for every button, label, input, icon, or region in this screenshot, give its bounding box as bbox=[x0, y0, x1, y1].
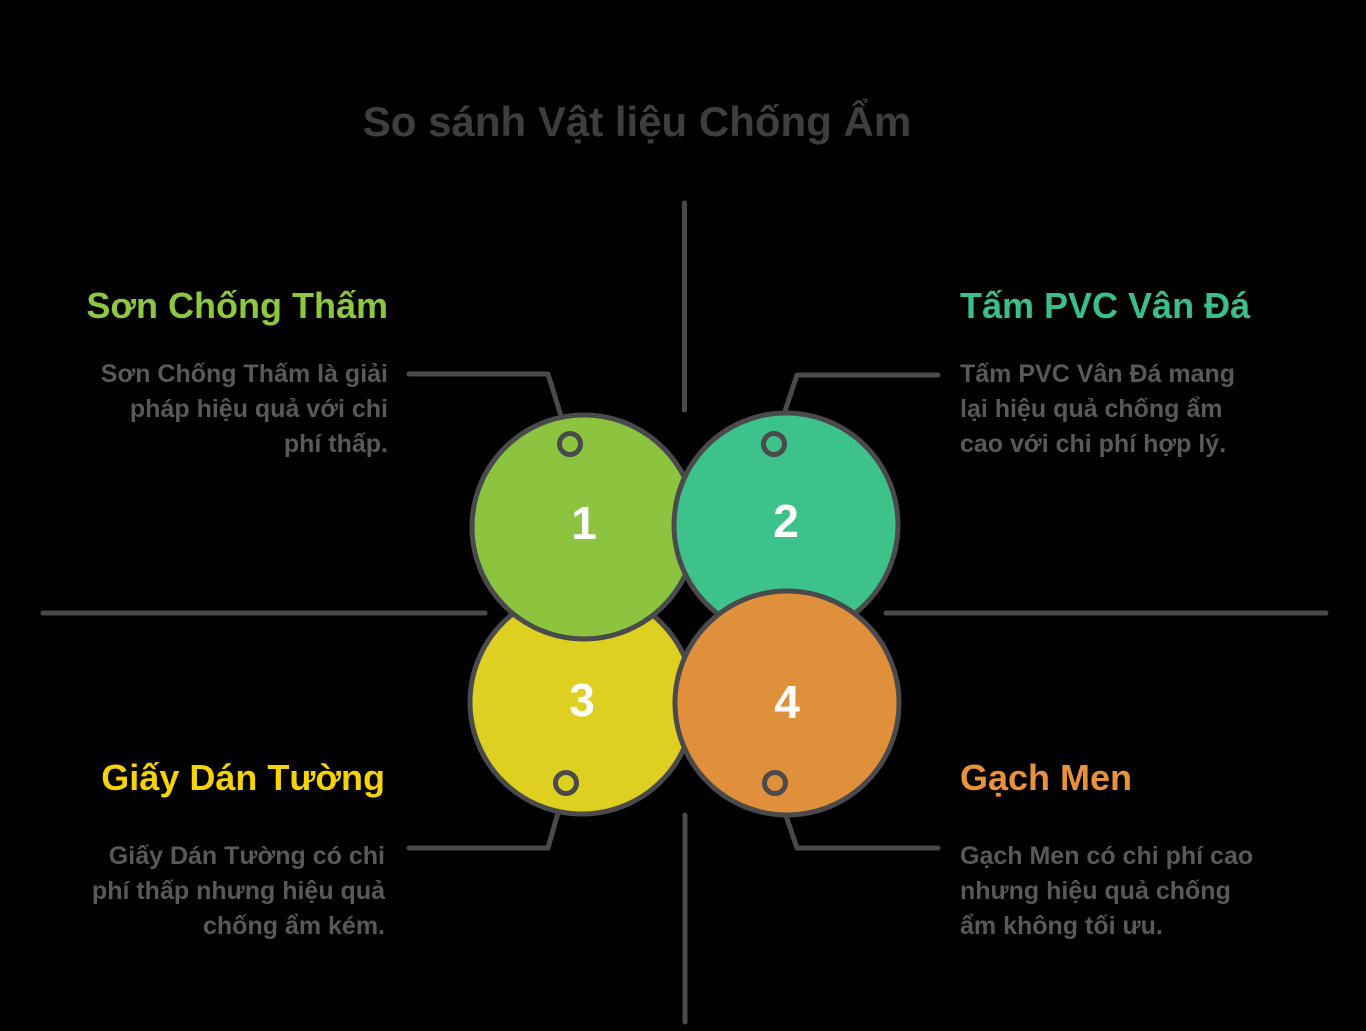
item-1-desc-line-1: Sơn Chống Thấm là giải bbox=[100, 360, 388, 388]
item-3-desc-line-2: phí thấp nhưng hiệu quả bbox=[91, 877, 385, 905]
circle-number-4: 4 bbox=[774, 675, 800, 728]
item-3-desc-line-1: Giấy Dán Tường có chi bbox=[108, 842, 385, 870]
connector-line-1 bbox=[406, 371, 569, 435]
page-title: So sánh Vật liệu Chống Ẩm bbox=[362, 98, 912, 145]
item-2-desc-line-3: cao với chi phí hợp lý. bbox=[960, 430, 1227, 458]
item-4-desc-line-3: ẩm không tối ưu. bbox=[960, 912, 1163, 940]
item-4-desc-line-1: Gạch Men có chi phí cao bbox=[960, 842, 1254, 870]
anchor-dot-icon-3 bbox=[553, 770, 579, 796]
item-4-description: Gạch Men có chi phí cao nhưng hiệu quả c… bbox=[960, 839, 1330, 944]
item-2-desc-line-1: Tấm PVC Vân Đá mang bbox=[960, 360, 1236, 388]
item-3-description: Giấy Dán Tường có chi phí thấp nhưng hiệ… bbox=[40, 839, 385, 944]
anchor-dot-icon-4 bbox=[762, 770, 788, 796]
item-3-desc-line-3: chống ẩm kém. bbox=[203, 912, 385, 940]
item-3-heading: Giấy Dán Tường bbox=[101, 757, 385, 798]
item-1-desc-line-2: pháp hiệu quả với chi bbox=[129, 395, 388, 423]
item-4-heading: Gạch Men bbox=[960, 757, 1133, 798]
item-2-heading: Tấm PVC Vân Đá bbox=[960, 285, 1251, 326]
circle-number-1: 1 bbox=[571, 496, 597, 549]
circle-number-3: 3 bbox=[569, 673, 595, 726]
item-4-desc-line-2: nhưng hiệu quả chống bbox=[960, 877, 1231, 905]
circle-4-gach-men bbox=[672, 588, 902, 818]
item-2-desc-line-2: lại hiệu quả chống ẩm bbox=[960, 395, 1223, 423]
anchor-dot-icon-2 bbox=[761, 431, 787, 457]
anchor-dot-icon-1 bbox=[557, 431, 583, 457]
item-1-description: Sơn Chống Thấm là giải pháp hiệu quả với… bbox=[40, 357, 388, 462]
circle-number-2: 2 bbox=[773, 494, 799, 547]
item-2-description: Tấm PVC Vân Đá mang lại hiệu quả chống ẩ… bbox=[960, 357, 1330, 462]
item-1-heading: Sơn Chống Thấm bbox=[86, 285, 388, 326]
item-1-desc-line-3: phí thấp. bbox=[283, 430, 388, 458]
